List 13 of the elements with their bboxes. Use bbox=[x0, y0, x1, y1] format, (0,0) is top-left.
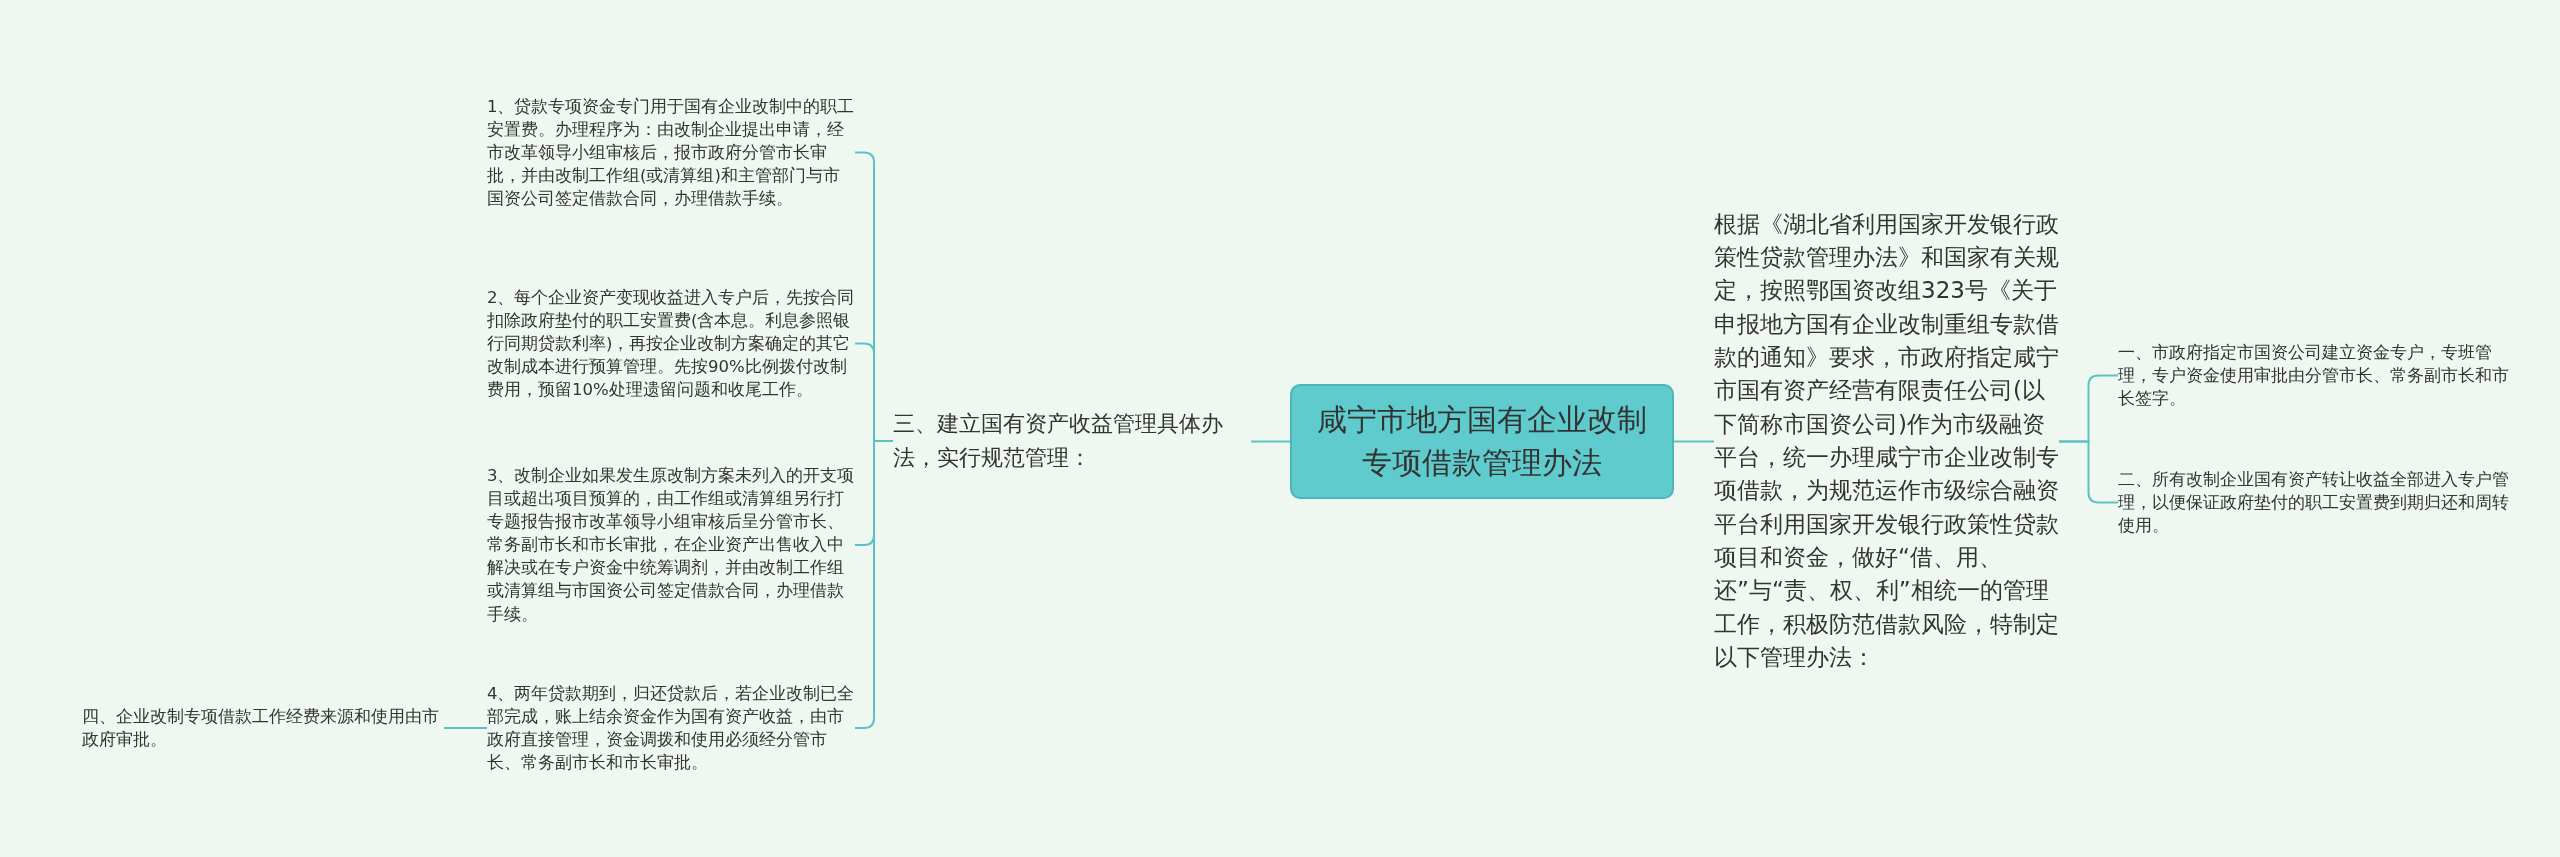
topic-text: 二、所有改制企业国有资产转让收益全部进入专户管理，以便保证政府垫付的职工安置费到期归还和周转使用。 bbox=[2118, 467, 2518, 537]
topic-text: 三、建立国有资产收益管理具体办法，实行规范管理： bbox=[893, 407, 1251, 476]
connector-line bbox=[1673, 440, 1715, 443]
topic-text: 一、市政府指定市国资公司建立资金专户，专班管理，专户资金使用审批由分管市长、常务副市长和市长签字。 bbox=[2118, 340, 2518, 410]
topic-text: 1、贷款专项资金专门用于国有企业改制中的职工安置费。办理程序为：由改制企业提出申请，经市改革领导小组审核后，报市政府分管市长审批，并由改制工作组(或清算组)和主管部门与市国资公司签定借款合同，办理借款手续。 bbox=[487, 94, 855, 210]
root-topic-box: 咸宁市地方国有企业改制专项借款管理办法 bbox=[1290, 383, 1674, 499]
topic-text: 4、两年贷款期到，归还贷款后，若企业改制已全部完成，账上结余资金作为国有资产收益，由市政府直接管理，资金调拨和使用必须经分管市长、常务副市长和市长审批。 bbox=[487, 682, 855, 775]
topic-text: 3、改制企业如果发生原改制方案未列入的开支项目或超出项目预算的，由工作组或清算组另行打专题报告报市改革领导小组审核后呈分管市长、常务副市长和市长审批，在企业资产出售收入中解决或在专户资金中统筹调剂，并由改制工作组或清算组与市国资公司签定借款合同，办理借款手续。 bbox=[487, 464, 855, 626]
connector-line bbox=[1250, 440, 1291, 443]
topic-text: 根据《湖北省利用国家开发银行政策性贷款管理办法》和国家有关规定，按照鄂国资改组323号《关于申报地方国有企业改制重组专款借款的通知》要求，市政府指定咸宁市国有资产经营有限责任公司(以下简称市国资公司)作为市级融资平台，统一办理咸宁市企业改制专项借款，为规范运作市级综合融资平台利用国家开发银行政策性贷款项目和资金，做好“借、用、还”与“责、权、利”相统一的管理工作，积极防范借款风险，特制定以下管理办法： bbox=[1714, 207, 2059, 675]
topic-text: 2、每个企业资产变现收益进入专户后，先按合同扣除政府垫付的职工安置费(含本息。利息参照银行同期贷款利率)，再按企业改制方案确定的其它改制成本进行预算管理。先按90%比例拨付改制费用，预留10%处理遗留问题和收尾工作。 bbox=[487, 285, 855, 401]
topic-text: 四、企业改制专项借款工作经费来源和使用由市政府审批。 bbox=[82, 705, 444, 752]
connector-line bbox=[443, 727, 488, 729]
